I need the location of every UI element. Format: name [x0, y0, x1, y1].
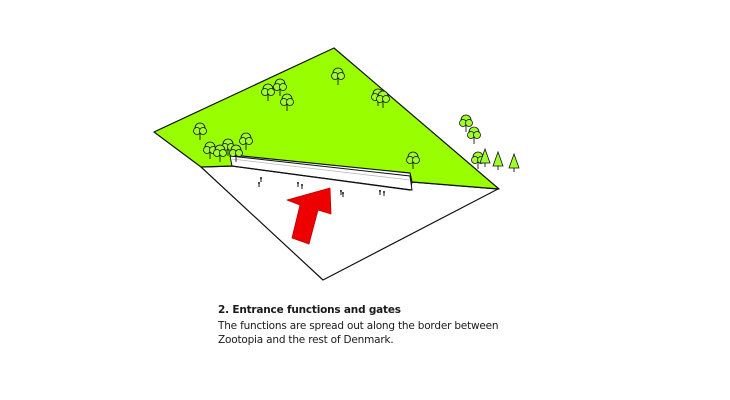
tree-icon — [459, 114, 473, 132]
person-icon — [340, 190, 342, 195]
tree-icon — [213, 144, 227, 162]
tree-icon — [492, 150, 504, 170]
person-icon — [260, 177, 262, 182]
caption: 2. Entrance functions and gates The func… — [218, 303, 658, 347]
tree-icon — [406, 151, 420, 169]
people-group — [258, 177, 385, 197]
tree-icon — [331, 67, 345, 85]
tree-icon — [261, 83, 275, 101]
tree-icon — [508, 152, 520, 172]
tree-icon — [280, 93, 294, 111]
person-icon — [301, 184, 303, 189]
caption-line-1: The functions are spread out along the b… — [218, 320, 499, 332]
tree-icon — [479, 147, 491, 167]
tree-icon — [229, 144, 243, 162]
person-icon — [297, 182, 299, 187]
tree-icon — [203, 141, 217, 159]
tree-group — [193, 67, 520, 172]
entrance-gate-building — [229, 155, 413, 191]
tree-icon — [273, 78, 287, 96]
tree-icon — [467, 126, 481, 144]
caption-line-2: Zootopia and the rest of Denmark. — [218, 333, 394, 346]
tree-icon — [376, 90, 390, 108]
tree-icon — [193, 122, 207, 140]
entrance-arrow-icon — [286, 187, 332, 245]
person-icon — [379, 190, 381, 195]
tree-icon — [239, 132, 253, 150]
person-icon — [383, 191, 385, 196]
person-icon — [342, 192, 344, 197]
caption-title: 2. Entrance functions and gates — [218, 304, 401, 316]
person-icon — [258, 182, 260, 187]
